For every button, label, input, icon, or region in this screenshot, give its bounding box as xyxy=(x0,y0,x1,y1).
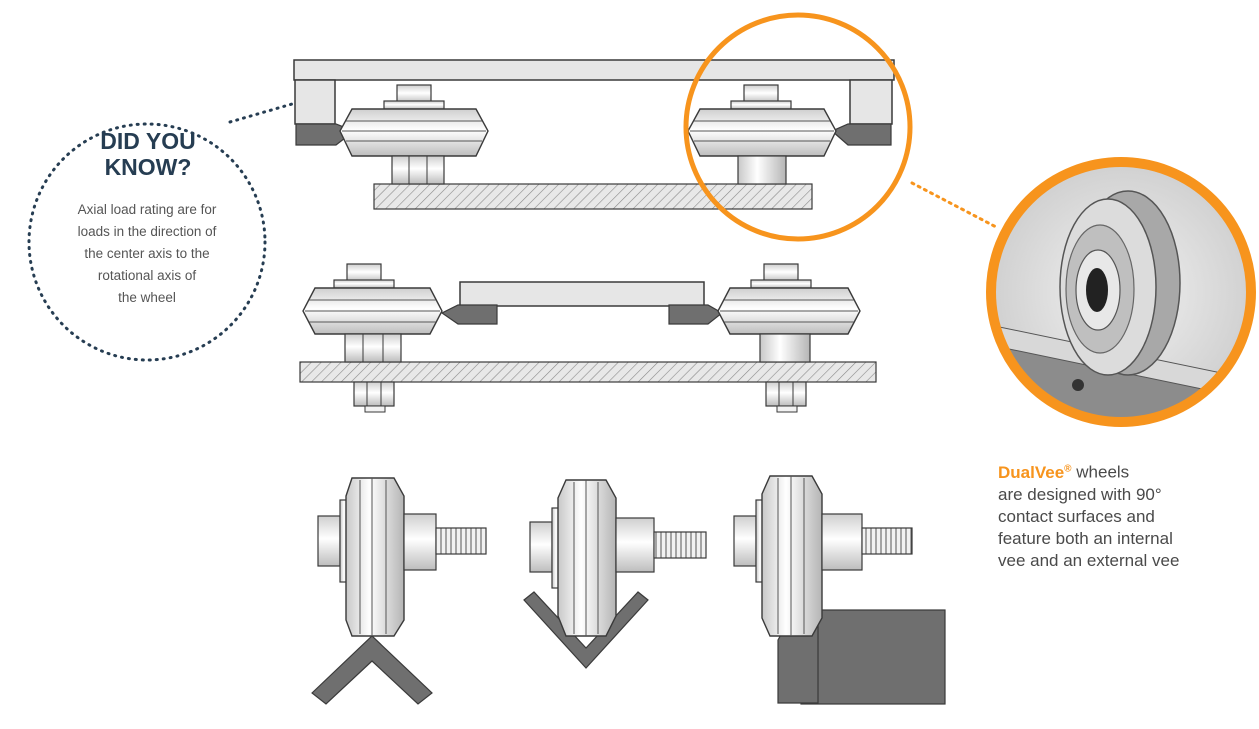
dualvee-brand: DualVee® xyxy=(998,462,1072,482)
base-rail-top xyxy=(373,183,813,210)
zoom-connector xyxy=(910,181,1000,230)
wheel-on-edge-rail xyxy=(733,475,946,705)
callout-body-line: the wheel xyxy=(118,290,176,305)
callout-title-line2: KNOW? xyxy=(104,154,192,180)
vee-track-icon xyxy=(523,591,649,669)
wheel-in-vee-trough xyxy=(523,479,707,669)
callout-body: Axial load rating are for loads in the d… xyxy=(57,199,237,309)
callout-title-line1: DID YOU xyxy=(100,128,196,154)
vee-track-icon xyxy=(311,635,433,705)
dualvee-line1: DualVee® wheels xyxy=(998,462,1130,482)
dualvee-wheel-icon xyxy=(339,84,489,185)
middle-assembly xyxy=(299,263,877,413)
left-inner-track xyxy=(440,304,498,325)
right-track xyxy=(830,123,892,146)
right-spacer-block xyxy=(849,79,893,125)
threaded-bolt-icon xyxy=(435,527,487,555)
threaded-bolt-icon xyxy=(861,527,913,555)
dualvee-wheel-icon xyxy=(687,84,837,185)
dualvee-wheel-icon xyxy=(717,263,861,413)
callout-title: DID YOU KNOW? xyxy=(48,128,248,180)
callout-body-line: Axial load rating are for xyxy=(77,202,217,217)
dualvee-line5: vee and an external vee xyxy=(998,550,1180,570)
dualvee-line4: feature both an internal xyxy=(998,528,1173,548)
did-you-know-callout: DID YOU KNOW? Axial load rating are for … xyxy=(2,124,292,362)
hex-nut-icon xyxy=(353,381,395,407)
callout-body-line: loads in the direction of xyxy=(77,224,217,239)
callout-body-line: rotational axis of xyxy=(97,268,197,283)
top-assembly xyxy=(293,12,913,242)
wheel-photo xyxy=(986,157,1256,427)
base-rail-middle xyxy=(299,361,877,383)
wheel-on-vee-rail xyxy=(311,477,487,705)
mount-block xyxy=(800,609,946,705)
hex-nut-icon xyxy=(765,381,807,407)
callout-dotted-ring xyxy=(27,122,267,362)
dualvee-line2: are designed with 90° xyxy=(998,484,1162,504)
carriage-plate xyxy=(293,59,895,81)
dualvee-wheel-icon xyxy=(302,263,443,413)
dualvee-line3: contact surfaces and xyxy=(998,506,1155,526)
zoom-circle-icon xyxy=(683,12,913,242)
right-inner-track xyxy=(668,304,724,325)
dualvee-description: DualVee® wheels are designed with 90° co… xyxy=(998,458,1259,572)
center-plate xyxy=(459,281,705,307)
threaded-bolt-icon xyxy=(653,531,707,559)
left-spacer-block xyxy=(294,79,336,125)
callout-connector xyxy=(228,102,294,124)
callout-body-line: the center axis to the xyxy=(84,246,210,261)
